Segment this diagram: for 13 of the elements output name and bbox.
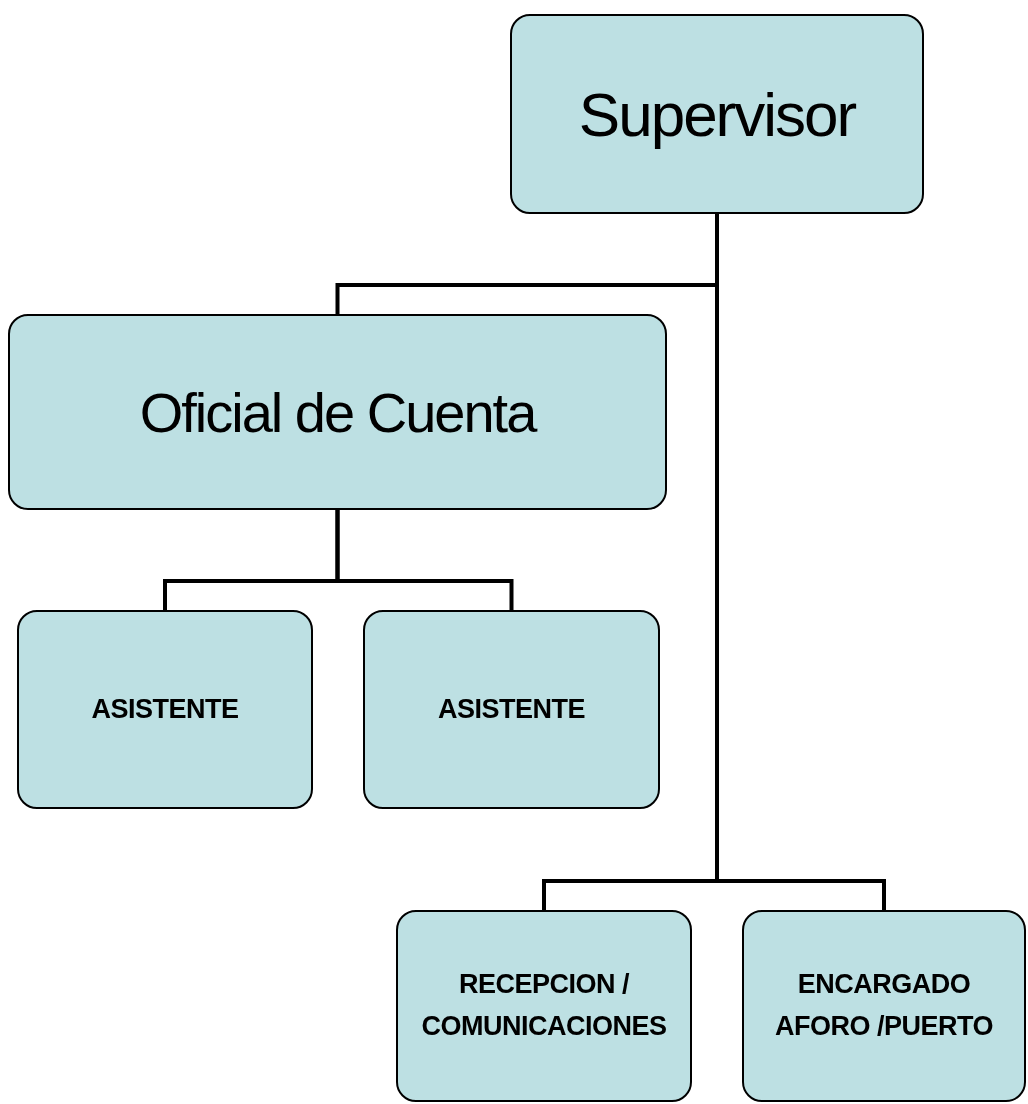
- role-title: Supervisor: [578, 78, 856, 150]
- org-box: [363, 610, 660, 809]
- org-box: [510, 14, 924, 214]
- role-title: RECEPCION / COMUNICACIONES: [420, 968, 668, 1043]
- role-title: ASISTENTE: [90, 692, 240, 726]
- role-title: ASISTENTE: [437, 692, 586, 726]
- org-box: [17, 610, 313, 809]
- role-title: ENCARGADO AFORO /PUERTO: [774, 968, 994, 1043]
- org-box: [742, 910, 1026, 1102]
- org-box: [8, 314, 667, 510]
- org-box: [396, 910, 692, 1102]
- role-title: Oficial de Cuenta: [139, 379, 536, 445]
- connector-line: [335, 508, 514, 612]
